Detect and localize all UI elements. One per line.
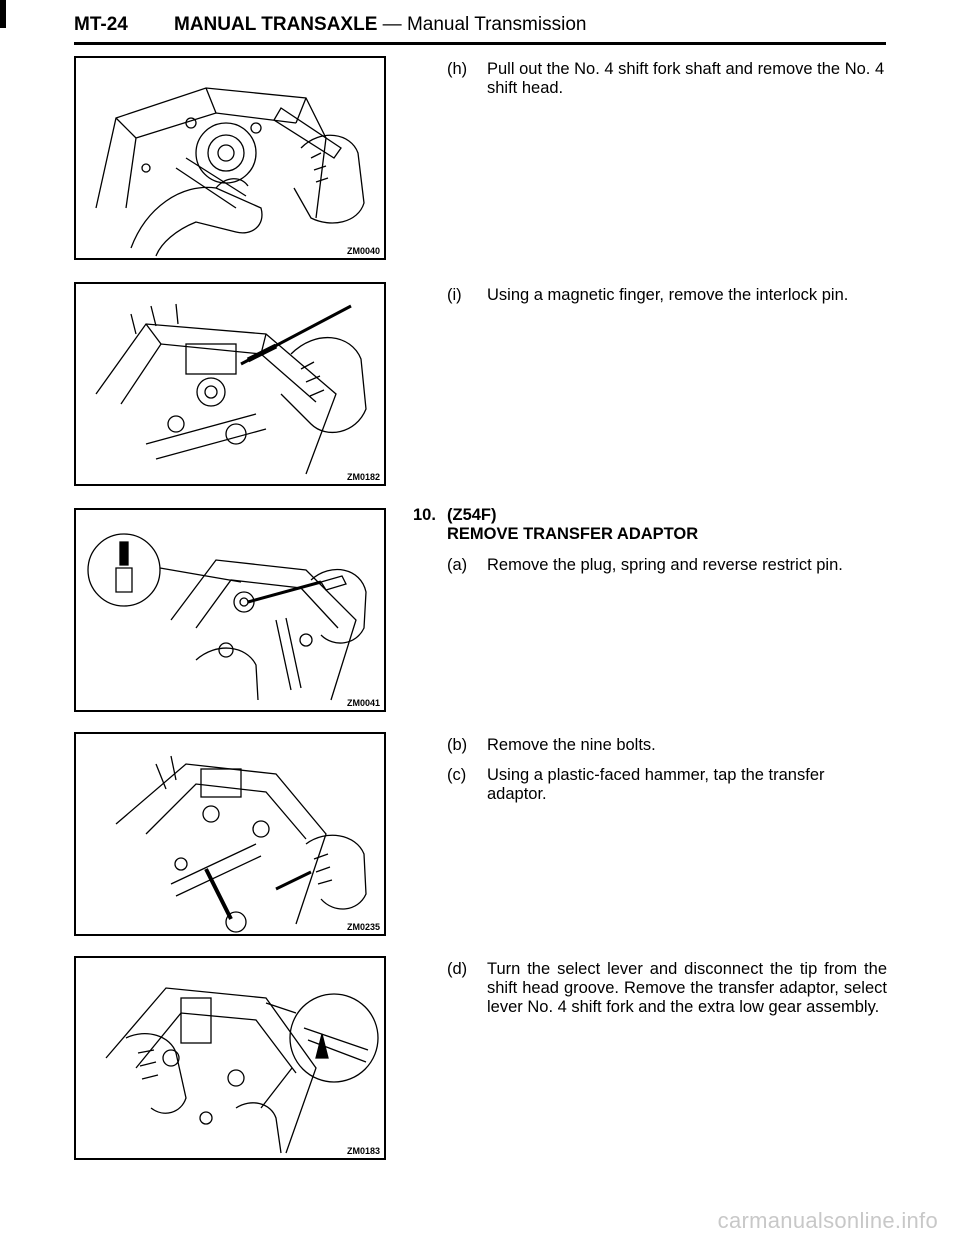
step-label: (c) xyxy=(447,766,467,784)
figure-code: ZM0235 xyxy=(345,922,381,932)
step-text: Using a plastic-faced hammer, tap the tr… xyxy=(487,766,825,803)
figure-select-lever: ZM0183 xyxy=(74,956,386,1160)
step-d: (d) Turn the select lever and disconnect… xyxy=(447,960,887,1017)
page-number: MT-24 xyxy=(74,14,128,35)
step-i: (i) Using a magnetic finger, remove the … xyxy=(447,286,887,305)
item-10-heading: 10. (Z54F) REMOVE TRANSFER ADAPTOR xyxy=(413,506,883,544)
figure-code: ZM0040 xyxy=(345,246,381,256)
step-text: Pull out the No. 4 shift fork shaft and … xyxy=(487,60,885,97)
step-b: (b) Remove the nine bolts. xyxy=(447,736,887,755)
step-a: (a) Remove the plug, spring and reverse … xyxy=(447,556,887,575)
step-text: Using a magnetic finger, remove the inte… xyxy=(487,286,849,304)
figure-plastic-hammer: ZM0235 xyxy=(74,732,386,936)
step-label: (h) xyxy=(447,60,468,78)
figure-code: ZM0041 xyxy=(345,698,381,708)
illustration-tap-adaptor xyxy=(115,755,367,933)
illustration-plug-removal xyxy=(87,533,367,701)
step-text: Remove the plug, spring and reverse rest… xyxy=(487,556,843,574)
step-label: (b) xyxy=(447,736,468,754)
step-text: Turn the select lever and disconnect the… xyxy=(487,960,887,1016)
item-number: 10. xyxy=(413,506,436,524)
figure-shift-fork-shaft: ZM0040 xyxy=(74,56,386,260)
figure-magnetic-finger: ZM0182 xyxy=(74,282,386,486)
subsection-title: Manual Transmission xyxy=(406,14,587,35)
step-label: (d) xyxy=(447,960,468,978)
running-title: MANUAL TRANSAXLE — Manual Transmission xyxy=(174,14,586,36)
illustration-disconnect-tip xyxy=(105,987,379,1154)
figure-reverse-restrict-pin: ZM0041 xyxy=(74,508,386,712)
figure-code: ZM0182 xyxy=(345,472,381,482)
item-title: REMOVE TRANSFER ADAPTOR xyxy=(447,525,699,543)
item-model: (Z54F) xyxy=(447,506,497,524)
section-title: MANUAL TRANSAXLE xyxy=(174,14,378,35)
title-separator: — xyxy=(382,14,402,35)
step-h: (h) Pull out the No. 4 shift fork shaft … xyxy=(447,60,887,98)
step-label: (a) xyxy=(447,556,468,574)
watermark: carmanualsonline.info xyxy=(717,1208,938,1233)
step-label: (i) xyxy=(447,286,462,304)
illustration-interlock-pin xyxy=(95,303,367,475)
page-header: MT-24 MANUAL TRANSAXLE — Manual Transmis… xyxy=(74,14,886,45)
step-text: Remove the nine bolts. xyxy=(487,736,656,754)
page-corner-mark xyxy=(0,0,6,28)
step-c: (c) Using a plastic-faced hammer, tap th… xyxy=(447,766,887,804)
illustration-shift-head-removal xyxy=(95,87,365,257)
figure-code: ZM0183 xyxy=(345,1146,381,1156)
